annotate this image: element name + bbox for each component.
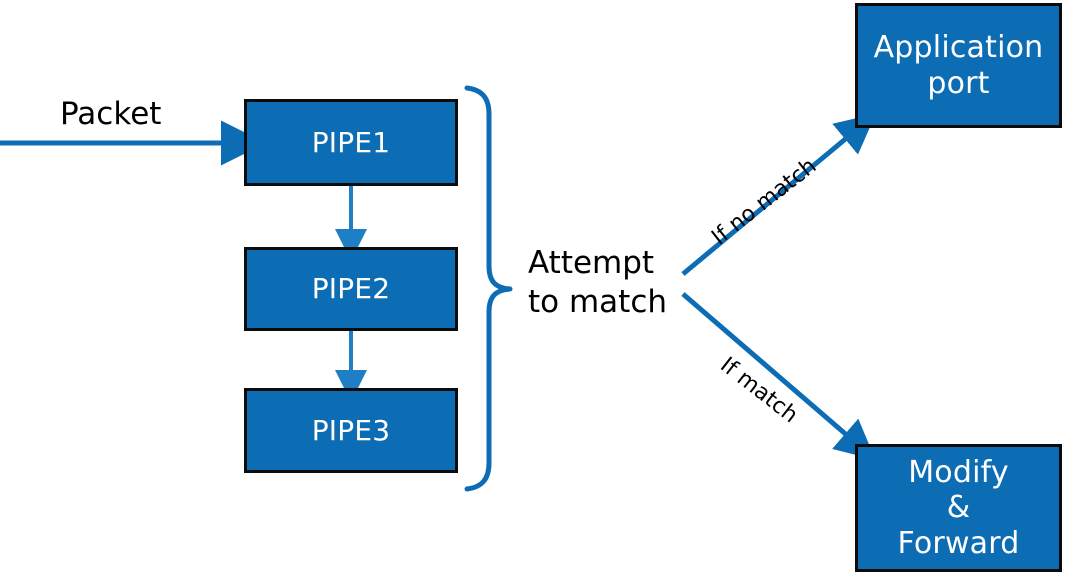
node-application-port[interactable]: Application port [855,3,1062,128]
if-no-match-arrow [681,113,876,276]
grouping-brace [464,85,513,492]
node-pipe2-label: PIPE2 [311,272,391,306]
packet-input-label: Packet [60,96,162,132]
node-pipe3-label: PIPE3 [311,413,391,447]
node-modify-and-forward-label: Modify & Forward [897,454,1020,561]
node-pipe1-label: PIPE1 [311,125,391,159]
node-application-port-label: Application port [873,30,1044,101]
node-pipe1[interactable]: PIPE1 [244,99,458,186]
attempt-to-match-label: Attempt to match [528,245,668,320]
if-match-arrow [681,292,876,460]
node-pipe3[interactable]: PIPE3 [244,388,458,473]
node-pipe2[interactable]: PIPE2 [244,247,458,331]
node-modify-and-forward[interactable]: Modify & Forward [855,444,1062,572]
